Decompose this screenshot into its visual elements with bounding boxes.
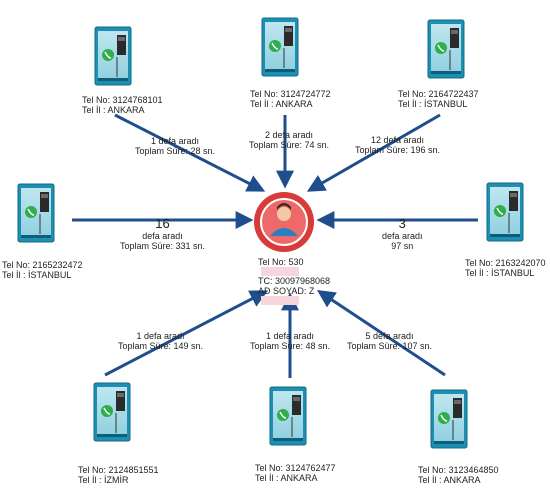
booth-tel: Tel No: 3124762477 — [255, 463, 336, 473]
person-tc: TC: 30097968068 — [258, 276, 331, 286]
arrow-top-right — [306, 113, 441, 192]
call-duration: Toplam Süre: 331 sn. — [120, 241, 206, 251]
booth-city: Tel İl : İSTANBUL — [465, 268, 535, 278]
booth-tel: Tel No: 3123464850 — [418, 465, 499, 475]
booth-tel: Tel No: 2124851551 — [78, 465, 159, 475]
booth-tel: Tel No: 3124768101 — [82, 95, 163, 105]
call-label-bottom-center: 1 defa aradı Toplam Süre: 48 sn. — [250, 331, 330, 351]
call-label-bottom-right: 5 defa aradı Toplam Süre: 107 sn. — [347, 331, 432, 351]
call-count: defa aradı — [142, 231, 183, 241]
booth-city: Tel İl : ANKARA — [250, 99, 313, 109]
person-info: Tel No: 530 TC: 30097968068 AD SOYAD: Z — [258, 257, 330, 305]
phone-booth-icon — [269, 386, 307, 446]
call-count: 2 defa aradı — [265, 130, 314, 140]
booth-tel: Tel No: 3124724772 — [250, 89, 331, 99]
phone-booth-icon — [94, 26, 132, 86]
booth-city: Tel İl : İSTANBUL — [2, 270, 72, 280]
call-duration: Toplam Süre: 74 sn. — [249, 140, 330, 150]
call-duration: Toplam Süre: 48 sn. — [250, 341, 331, 351]
booth-label-top-center: Tel No: 3124724772 Tel İl : ANKARA — [250, 89, 331, 109]
booth-label-top-right: Tel No: 2164722437 Tel İl : İSTANBUL — [398, 89, 479, 109]
call-duration: Toplam Süre: 107 sn. — [347, 341, 433, 351]
call-duration: Toplam Süre: 149 sn. — [118, 341, 204, 351]
booth-city: Tel İl : ANKARA — [418, 475, 481, 485]
call-count: 1 defa aradı — [266, 331, 315, 341]
phone-booth-icon — [261, 17, 299, 77]
call-label-top-left: 1 defa aradı Toplam Süre: 28 sn. — [135, 136, 215, 156]
call-duration: 97 sn — [391, 241, 414, 251]
booth-label-top-left: Tel No: 3124768101 Tel İl : ANKARA — [82, 95, 163, 115]
call-count: 1 defa aradı — [151, 136, 200, 146]
booth-city: Tel İl : ANKARA — [255, 473, 318, 483]
phone-booth-icon — [17, 183, 55, 243]
booth-city: Tel İl : İSTANBUL — [398, 99, 468, 109]
call-duration: Toplam Süre: 28 sn. — [135, 146, 216, 156]
arrow-top-left — [114, 113, 266, 192]
phone-booth-icon — [427, 19, 465, 79]
call-label-bottom-left: 1 defa aradı Toplam Süre: 149 sn. — [118, 331, 203, 351]
call-count: 1 defa aradı — [136, 331, 185, 341]
booth-label-middle-right: Tel No: 2163242070 Tel İl : İSTANBUL — [465, 258, 546, 278]
booth-label-bottom-left: Tel No: 2124851551 Tel İl : İZMİR — [78, 465, 159, 485]
call-label-middle-right: 3 defa aradı 97 sn — [382, 216, 423, 251]
redaction-mark — [261, 296, 299, 305]
arrow-bottom-right — [317, 290, 446, 377]
call-count: 5 defa aradı — [365, 331, 414, 341]
booth-tel: Tel No: 2163242070 — [465, 258, 546, 268]
call-count-number: 16 — [155, 216, 170, 231]
booth-city: Tel İl : ANKARA — [82, 105, 145, 115]
phone-booth-icon — [93, 382, 131, 442]
phone-booth-icon — [430, 389, 468, 449]
person-name: AD SOYAD: Z — [258, 286, 330, 305]
arrow-bottom-left — [104, 290, 269, 377]
booth-city: Tel İl : İZMİR — [78, 475, 129, 485]
call-label-middle-left: 16 defa aradı Toplam Süre: 331 sn. — [120, 216, 205, 251]
booth-label-middle-left: Tel No: 2165232472 Tel İl : İSTANBUL — [2, 260, 83, 280]
phone-booth-icon — [486, 182, 524, 242]
booth-tel: Tel No: 2165232472 — [2, 260, 83, 270]
person-avatar-icon — [254, 192, 314, 252]
call-count: 12 defa aradı — [371, 135, 425, 145]
call-count: defa aradı — [382, 231, 423, 241]
redaction-mark — [261, 267, 299, 276]
call-count-number: 3 — [398, 216, 406, 231]
booth-label-bottom-right: Tel No: 3123464850 Tel İl : ANKARA — [418, 465, 499, 485]
call-duration: Toplam Süre: 196 sn. — [355, 145, 441, 155]
call-label-top-right: 12 defa aradı Toplam Süre: 196 sn. — [355, 135, 440, 155]
call-label-top-center: 2 defa aradı Toplam Süre: 74 sn. — [249, 130, 329, 150]
booth-label-bottom-center: Tel No: 3124762477 Tel İl : ANKARA — [255, 463, 336, 483]
person-tel: Tel No: 530 — [258, 257, 330, 276]
booth-tel: Tel No: 2164722437 — [398, 89, 479, 99]
